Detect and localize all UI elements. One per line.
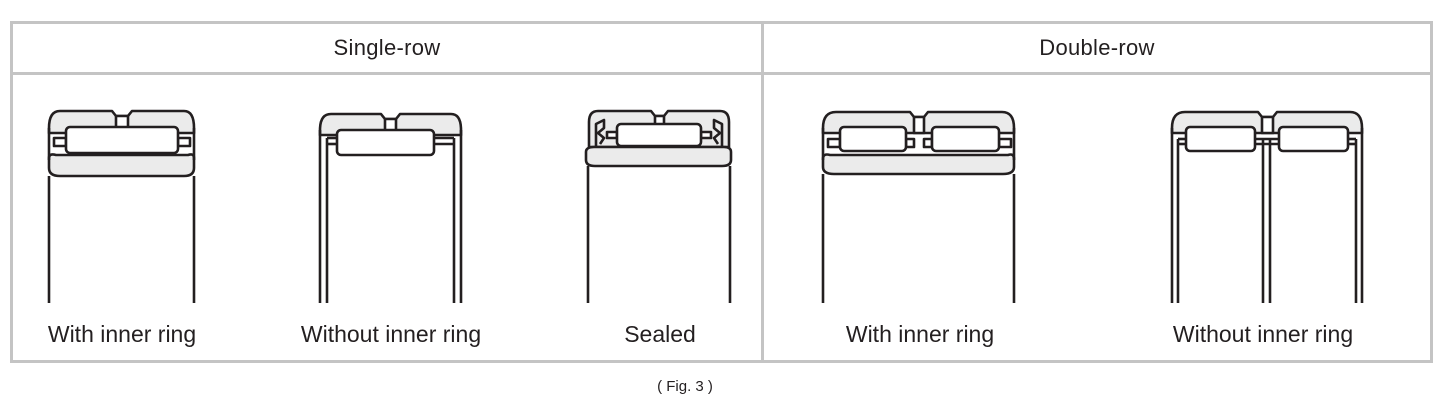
double-row-with-inner-ring-drawing bbox=[821, 110, 1016, 303]
group-divider bbox=[761, 21, 764, 360]
item-label-single-with-inner-ring: With inner ring bbox=[47, 321, 197, 347]
single-row-sealed-drawing bbox=[584, 109, 733, 303]
item-label-double-without-inner-ring: Without inner ring bbox=[1172, 321, 1354, 347]
header-divider bbox=[10, 72, 1433, 75]
single-row-without-inner-ring-drawing bbox=[318, 112, 463, 303]
item-label-single-without-inner-ring: Without inner ring bbox=[300, 321, 482, 347]
group-header-double-row: Double-row bbox=[1039, 35, 1155, 60]
double-row-without-inner-ring-drawing bbox=[1170, 110, 1364, 303]
item-label-sealed: Sealed bbox=[624, 321, 696, 347]
item-label-double-with-inner-ring: With inner ring bbox=[845, 321, 995, 347]
table-frame bbox=[10, 21, 1433, 363]
group-header-single-row: Single-row bbox=[333, 35, 441, 60]
figure-caption: ( Fig. 3 ) bbox=[657, 378, 713, 395]
single-row-with-inner-ring-drawing bbox=[47, 109, 196, 303]
